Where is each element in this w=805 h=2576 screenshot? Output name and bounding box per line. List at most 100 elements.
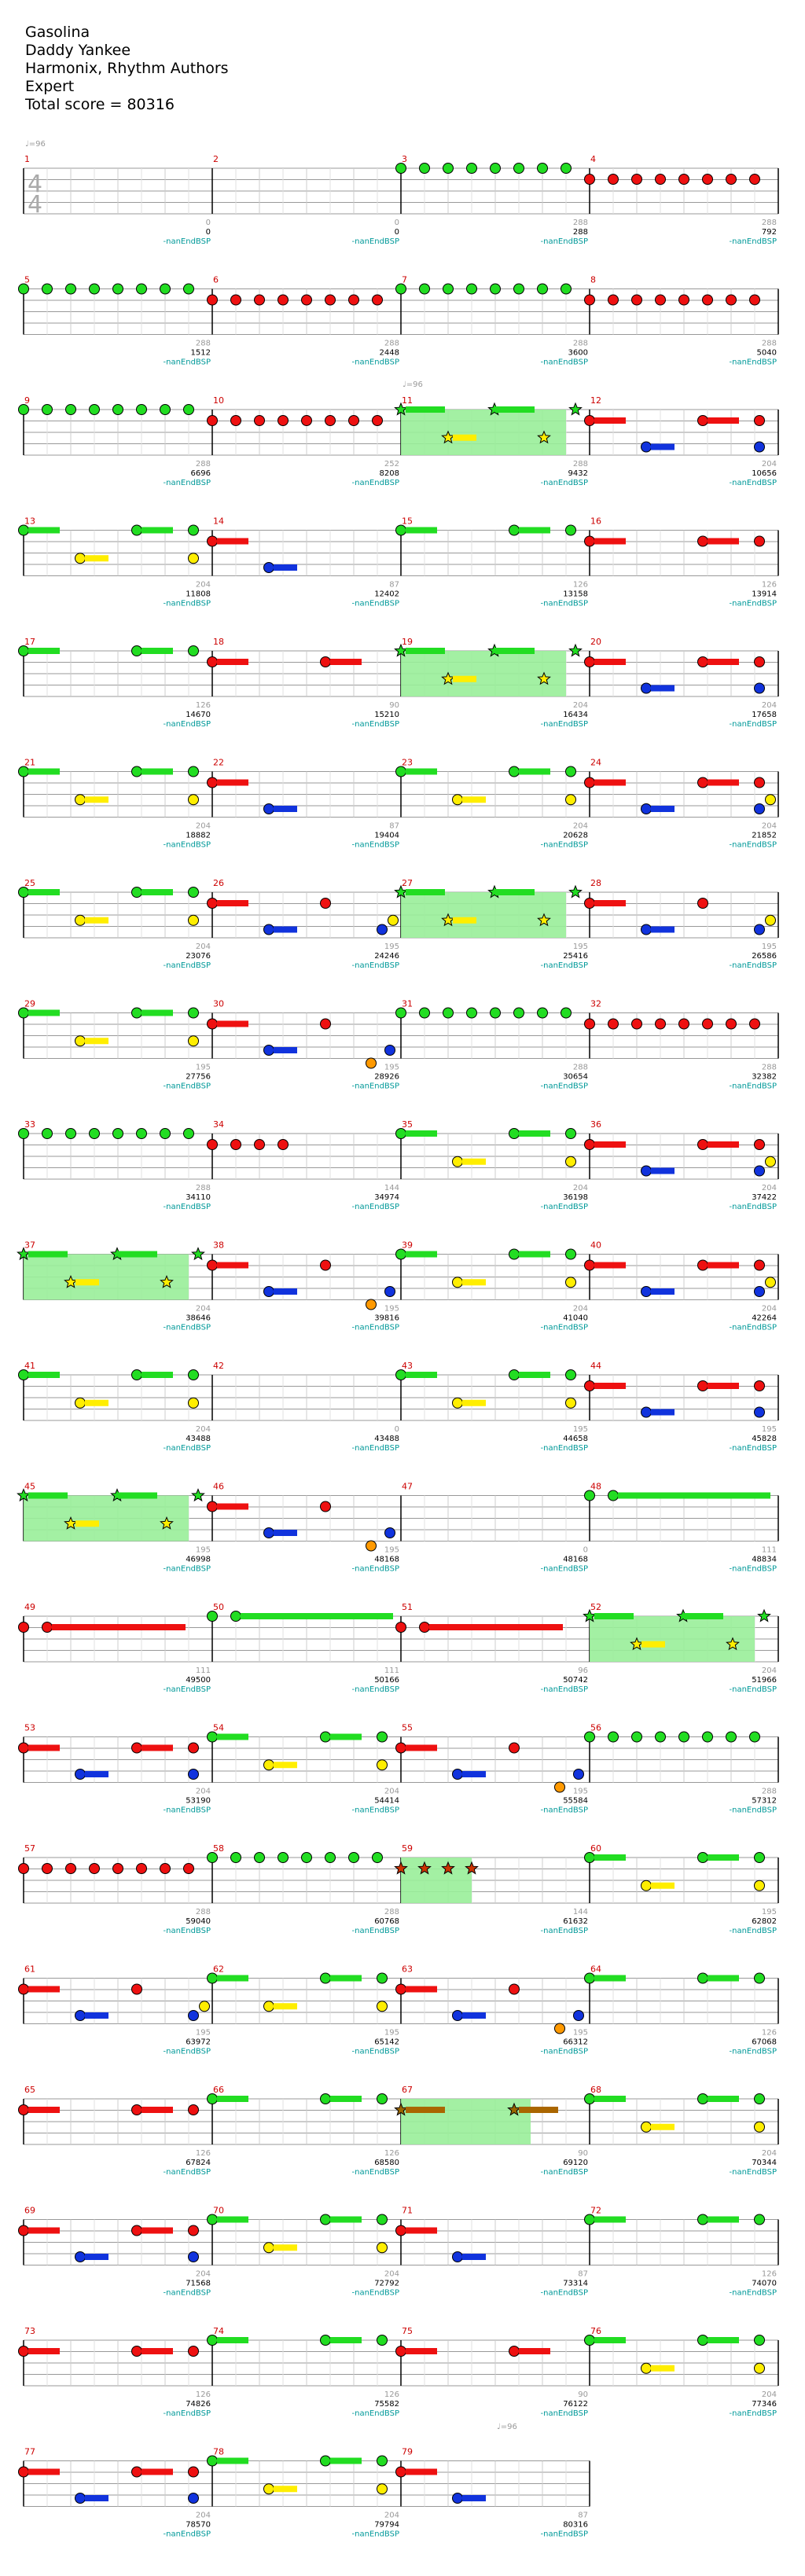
green-note [697,1972,708,1984]
measure-points: 288 [573,460,588,469]
yellow-note [188,1397,199,1409]
blue-note [384,1286,395,1297]
sustain-bar [406,2107,445,2113]
sustain-bar [462,1158,486,1165]
sustain-bar [241,1613,393,1619]
green-note [513,1007,524,1019]
sustain-bar [519,1251,550,1258]
measure [211,409,401,456]
measure-number: 21 [24,758,35,768]
blue-note [754,441,765,453]
red-note [631,174,642,185]
green-note [301,1852,312,1863]
green-note [377,1972,388,1984]
red-note [18,1863,29,1874]
blue-note [188,1769,199,1780]
red-note [65,1863,76,1874]
red-note [278,415,289,426]
sustain-bar [85,2012,108,2019]
measure-points: 126 [384,2149,399,2158]
green-note [188,1007,199,1019]
sustain-bar [462,1279,486,1286]
measure-score: 77346 [752,2400,777,2409]
star-note [394,643,408,657]
green-note [42,1128,53,1139]
nan-label: -nanEndBSP [541,2168,588,2177]
time-signature-top: 4 [28,171,42,198]
measure-points: 204 [573,701,588,710]
measure-number: 34 [213,1119,224,1130]
green-note [136,283,147,295]
sustain-bar [75,1520,99,1527]
green-note [254,1852,265,1863]
measure-number: 6 [213,275,219,285]
measure-number: 29 [24,999,35,1009]
nan-label: -nanEndBSP [164,1082,211,1091]
measure [23,288,212,335]
blue-note [573,1769,584,1780]
yellow-note [754,2121,765,2133]
green-note [18,1007,29,1019]
measure-points: 288 [762,340,777,348]
sustain-bar [85,796,108,803]
sustain-bar [651,1409,675,1416]
sustain-bar [75,1279,99,1286]
nan-label: -nanEndBSP [541,1565,588,1574]
measure-points: 288 [384,340,399,348]
red-note [754,1380,765,1391]
green-note [443,283,454,295]
green-note [131,766,142,777]
measure-score: 69120 [563,2159,588,2167]
green-note [584,2214,595,2225]
measure [23,771,212,818]
green-note [112,283,123,295]
measure [23,1736,212,1783]
star-note [465,1861,479,1875]
blue-note [754,1406,765,1418]
orange-note [366,1299,377,1310]
blue-note [384,1527,395,1538]
green-note [565,1248,576,1260]
nan-label: -nanEndBSP [352,720,399,729]
green-note [112,1128,123,1139]
measure-score: 12402 [374,590,399,599]
red-note [131,2104,142,2115]
red-note [678,174,689,185]
measure-number: 33 [24,1119,35,1130]
yellow-note [452,1277,463,1288]
measure [400,1615,590,1663]
red-note [207,656,218,667]
sustain-bar [495,406,535,413]
measure-points: 288 [762,219,777,227]
measure-score: 57312 [752,1797,777,1806]
red-note [726,1018,737,1030]
sustain-bar [274,1047,297,1053]
time-signature-bottom: 4 [28,191,42,219]
green-note [377,1731,388,1743]
red-note [395,2466,406,2478]
sustain-bar [406,1986,437,1993]
measure-points: 195 [762,1425,777,1434]
red-note [188,1742,199,1754]
measure [400,2339,590,2387]
measure-number: 2 [213,154,219,164]
measure-points: 252 [384,460,399,469]
green-note [419,163,430,174]
red-note [188,2225,199,2236]
sustain-bar [651,685,675,692]
measure-points: 195 [573,1788,588,1796]
measure-score: 18882 [186,832,211,840]
measure-score: 61632 [563,1917,588,1926]
orange-note [366,1057,377,1069]
measure [23,2460,212,2507]
red-note [697,656,708,667]
measure-number: 58 [213,1843,224,1854]
yellow-note [75,1035,86,1047]
measure-number: 52 [590,1602,601,1612]
green-note [18,404,29,415]
red-note [509,1983,520,1995]
tempo-marker: ♩=96 [25,140,46,149]
green-note [584,2093,595,2104]
red-note [697,535,708,547]
sustain-bar [684,1613,723,1619]
